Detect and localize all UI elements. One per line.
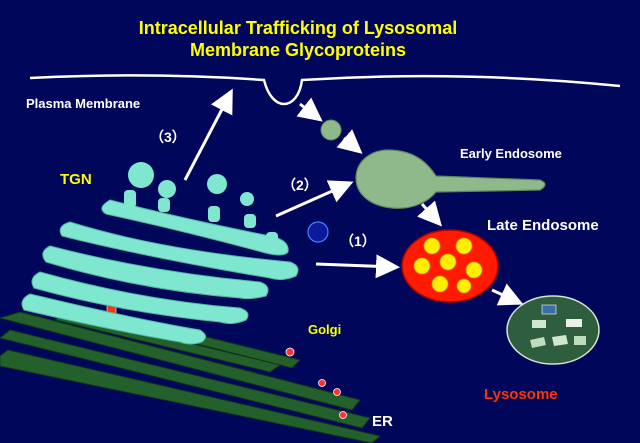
- route-3-label: （3）: [150, 129, 186, 145]
- er-stack: [0, 295, 382, 443]
- tgn-buds: [124, 190, 278, 244]
- plasma-membrane-line: [29, 74, 621, 106]
- endocytic-vesicle: [320, 119, 342, 141]
- late-endosome-label: Late Endosome: [487, 217, 599, 234]
- route-3-arrow: [183, 88, 233, 181]
- direct-route-vesicle: [307, 221, 329, 243]
- route-2-arrow: [275, 180, 354, 218]
- route-1-arrow: [315, 254, 400, 279]
- lysosome-label: Lysosome: [484, 386, 558, 403]
- tgn-label: TGN: [60, 171, 92, 188]
- late-endosome-shape: [401, 229, 499, 303]
- golgi-label: Golgi: [308, 322, 341, 337]
- plasma-membrane-label: Plasma Membrane: [26, 96, 140, 111]
- trafficking-arrows: [183, 88, 524, 306]
- er-cargo-markers: [285, 347, 347, 419]
- early-to-late-arrow: [417, 200, 442, 227]
- tgn-stack: [21, 199, 299, 345]
- route-1-label: （1）: [340, 233, 376, 249]
- title-line-1: Intracellular Trafficking of Lysosomal: [139, 18, 457, 38]
- late-to-lysosome-arrow: [491, 283, 524, 306]
- er-label: ER: [372, 413, 393, 430]
- endocytosis-arrow-2: [336, 129, 363, 154]
- early-endosome-label: Early Endosome: [460, 146, 562, 161]
- title-line-2: Membrane Glycoproteins: [190, 40, 406, 60]
- endocytosis-arrow-1: [296, 97, 323, 122]
- lysosome-shape: [506, 295, 600, 365]
- tgn-vesicles: [128, 162, 254, 206]
- route-2-label: （2）: [282, 177, 318, 193]
